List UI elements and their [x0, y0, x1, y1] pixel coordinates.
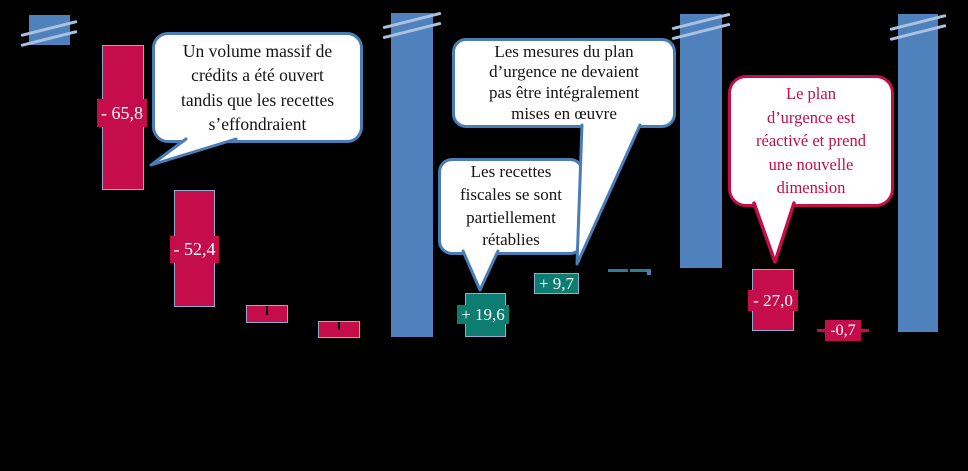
callout-plan-urgence: Le plan d’urgence est réactivé et prend … [728, 75, 894, 207]
callout-mesures: Les mesures du plan d’urgence ne devaien… [452, 38, 676, 128]
callout-credits: Un volume massif de crédits a été ouvert… [152, 32, 363, 143]
callout-line: fiscales se sont [460, 184, 562, 204]
callout-line: mises en œuvre [511, 103, 617, 123]
callout-line: s’effondraient [208, 113, 307, 134]
level-column-3 [680, 14, 722, 268]
bar-label-minus-52-4: - 52,4 [170, 236, 219, 263]
tick-mark [817, 329, 825, 332]
callout-line: d’urgence est [766, 107, 856, 127]
callout-line: dimension [776, 178, 846, 198]
callout-line: Les recettes [470, 162, 552, 182]
callout-recettes: Les recettes fiscales se sont partiellem… [438, 158, 584, 255]
callout-tail [752, 201, 796, 264]
level-column-4 [898, 14, 938, 332]
callout-line: tandis que les recettes [180, 89, 335, 110]
callout-line: Un volume massif de [182, 41, 333, 62]
callout-line: partiellement [466, 207, 556, 227]
callout-line: Les mesures du plan [494, 41, 634, 61]
tick-mark [861, 329, 869, 332]
tick-mark [338, 322, 340, 330]
callout-line: rétablies [482, 230, 540, 250]
callout-line: une nouvelle [768, 154, 854, 174]
dash-end-cap [647, 271, 651, 275]
bar-label-minus-65-8: - 65,8 [97, 99, 147, 127]
callout-line: réactivé et prend [756, 131, 866, 151]
bar-label-plus-19-6: + 19,6 [457, 305, 509, 324]
bar-plus-9-7: + 9,7 [534, 273, 579, 294]
level-column-2 [391, 13, 433, 337]
bar-minus-0-7: -0,7 [825, 320, 861, 341]
callout-line: Le plan [786, 84, 836, 104]
callout-line: pas être intégralement [488, 83, 640, 102]
callout-tail [461, 249, 500, 292]
callout-line: crédits a été ouvert [191, 65, 324, 86]
tick-mark [266, 306, 268, 315]
bar-label-minus-27-0: - 27,0 [748, 290, 798, 311]
tick-mark [628, 269, 630, 272]
callout-line: d’urgence ne devaient [489, 62, 639, 82]
